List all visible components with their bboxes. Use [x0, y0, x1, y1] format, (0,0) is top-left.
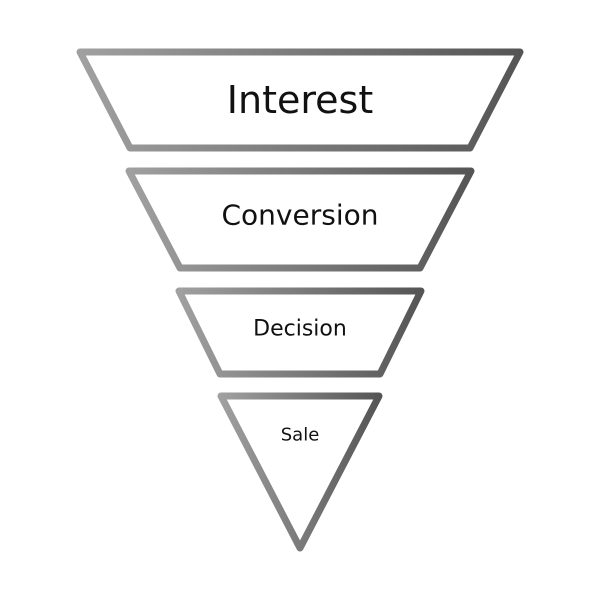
funnel-stage-sale: Sale: [217, 392, 383, 552]
funnel-stage-decision: Decision: [175, 287, 425, 378]
funnel-stage-shape: [125, 167, 475, 272]
funnel-stage-label: Decision: [253, 317, 347, 342]
funnel-stage-shape: [217, 392, 383, 552]
funnel-stage-conversion: Conversion: [125, 167, 475, 272]
funnel-stage-shape: [175, 287, 425, 378]
funnel-stage-shape: [76, 48, 524, 152]
funnel-stage-label: Conversion: [222, 199, 379, 232]
funnel-stage-label: Sale: [281, 425, 320, 446]
funnel-stage-interest: Interest: [76, 48, 524, 152]
funnel-stage-label: Interest: [227, 78, 373, 122]
